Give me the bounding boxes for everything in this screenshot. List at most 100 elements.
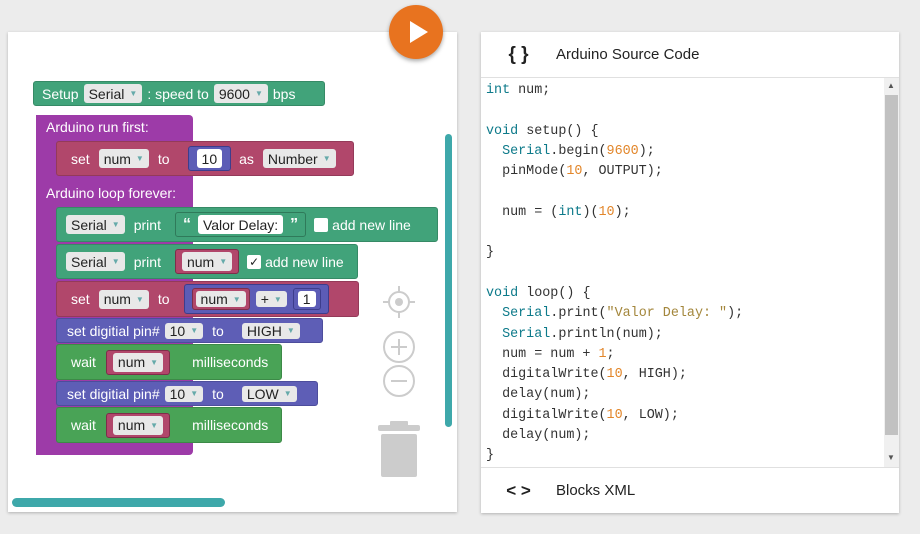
newline-checkbox[interactable]: ✓ (247, 254, 262, 269)
dropdown-arrow-icon: ▼ (283, 389, 292, 398)
target-icon[interactable] (381, 284, 417, 320)
as-label: as (239, 150, 254, 167)
serial-dropdown[interactable]: Serial▼ (83, 84, 143, 103)
speed-label: : speed to (147, 85, 209, 102)
zoom-in-icon[interactable] (382, 330, 416, 364)
digital-label: set digitial pin# (67, 385, 160, 402)
wait-label: wait (71, 417, 96, 433)
operator-dropdown[interactable]: +▼ (255, 291, 287, 307)
digital-write-block-1[interactable]: set digitial pin# 10▼ to HIGH▼ (56, 318, 323, 343)
quote-open-icon: “ (182, 215, 191, 233)
run-first-block-body (36, 115, 56, 455)
braces-icon: { } (508, 43, 529, 65)
setup-serial-block[interactable]: Setup Serial▼ : speed to 9600▼ bps (33, 81, 325, 106)
state-dropdown[interactable]: LOW▼ (241, 385, 297, 402)
dropdown-arrow-icon: ▼ (129, 89, 138, 98)
text-field[interactable]: Valor Delay: (197, 215, 284, 234)
var-dropdown[interactable]: num▼ (98, 289, 149, 309)
variable-block[interactable]: num▼ (174, 249, 240, 274)
dropdown-arrow-icon: ▼ (322, 154, 331, 163)
code-panel-title: Arduino Source Code (556, 46, 700, 63)
baud-dropdown[interactable]: 9600▼ (213, 84, 268, 103)
code-brackets-icon: < > (506, 480, 531, 500)
dropdown-arrow-icon: ▼ (273, 294, 282, 304)
pin-dropdown[interactable]: 10▼ (164, 322, 204, 339)
blocks-xml-tab[interactable]: < > Blocks XML (481, 467, 899, 513)
zoom-out-icon[interactable] (382, 364, 416, 398)
to-label: to (157, 291, 170, 307)
workspace-horizontal-scrollbar[interactable] (12, 498, 225, 507)
number-field[interactable]: 1 (297, 291, 316, 307)
print-label: print (133, 216, 161, 233)
wait-block-1[interactable]: wait num▼ milliseconds (56, 344, 282, 380)
dropdown-arrow-icon: ▼ (219, 257, 228, 266)
dropdown-arrow-icon: ▼ (286, 326, 295, 335)
state-dropdown[interactable]: HIGH▼ (241, 322, 300, 339)
setup-label: Setup (42, 85, 79, 102)
newline-checkbox[interactable] (314, 217, 329, 232)
dropdown-arrow-icon: ▼ (150, 420, 159, 430)
number-field[interactable]: 10 (196, 149, 223, 168)
var-dropdown[interactable]: num▼ (195, 291, 246, 307)
to-label: to (212, 322, 224, 339)
number-value-block[interactable]: 10 (187, 146, 232, 171)
variable-block[interactable]: num▼ (105, 412, 171, 438)
milliseconds-label: milliseconds (192, 417, 269, 433)
blocks-workspace[interactable]: Setup Serial▼ : speed to 9600▼ bps Ardui… (8, 32, 457, 512)
set-num-block-2[interactable]: set num▼ to num▼ +▼ 1 (56, 281, 359, 317)
milliseconds-label: milliseconds (192, 354, 269, 370)
dropdown-arrow-icon: ▼ (190, 389, 199, 398)
dropdown-arrow-icon: ▼ (111, 257, 120, 266)
quote-close-icon: ” (290, 215, 299, 233)
print-label: print (133, 253, 161, 270)
type-dropdown[interactable]: Number▼ (262, 149, 336, 168)
var-dropdown[interactable]: num▼ (98, 149, 149, 168)
text-block[interactable]: “ Valor Delay: ” (174, 212, 307, 237)
code-panel: { } Arduino Source Code int num; void se… (481, 32, 899, 513)
set-num-block-1[interactable]: set num▼ to 10 as Number▼ (56, 141, 354, 176)
scroll-down-icon[interactable]: ▼ (887, 453, 895, 462)
variable-block[interactable]: num▼ (191, 288, 250, 310)
serial-dropdown[interactable]: Serial▼ (66, 215, 125, 234)
to-label: to (157, 150, 170, 167)
digital-label: set digitial pin# (67, 322, 160, 339)
var-dropdown[interactable]: num▼ (181, 252, 233, 271)
newline-label: add new line (265, 253, 344, 270)
wait-block-2[interactable]: wait num▼ milliseconds (56, 407, 282, 443)
wait-label: wait (71, 354, 96, 370)
pin-dropdown[interactable]: 10▼ (164, 385, 204, 402)
variable-block[interactable]: num▼ (105, 349, 171, 375)
source-code[interactable]: int num; void setup() { Serial.begin(960… (486, 83, 744, 464)
set-label: set (71, 150, 90, 167)
loop-forever-label: Arduino loop forever: (46, 185, 176, 201)
math-block[interactable]: num▼ +▼ 1 (183, 284, 329, 314)
blocks-xml-label: Blocks XML (556, 482, 636, 499)
dropdown-arrow-icon: ▼ (135, 294, 144, 304)
dropdown-arrow-icon: ▼ (232, 294, 241, 304)
dropdown-arrow-icon: ▼ (254, 89, 263, 98)
trash-icon[interactable] (376, 420, 422, 478)
dropdown-arrow-icon: ▼ (111, 220, 120, 229)
scroll-thumb[interactable] (885, 95, 898, 435)
scroll-up-icon[interactable]: ▲ (887, 81, 895, 90)
run-button[interactable] (389, 5, 443, 59)
to-label: to (212, 385, 224, 402)
run-first-label: Arduino run first: (46, 119, 149, 135)
set-label: set (71, 291, 90, 307)
play-icon (409, 21, 428, 43)
workspace-vertical-scrollbar[interactable] (445, 134, 452, 427)
code-panel-header[interactable]: { } Arduino Source Code (481, 32, 899, 78)
serial-dropdown[interactable]: Serial▼ (66, 252, 125, 271)
dropdown-arrow-icon: ▼ (150, 357, 159, 367)
newline-label: add new line (332, 216, 411, 233)
number-value-block[interactable]: 1 (292, 288, 321, 310)
serial-print-block-1[interactable]: Serial▼ print “ Valor Delay: ” add new l… (56, 207, 438, 242)
var-dropdown[interactable]: num▼ (112, 415, 164, 435)
dropdown-arrow-icon: ▼ (190, 326, 199, 335)
code-vertical-scrollbar[interactable]: ▲ ▼ (884, 78, 899, 467)
digital-write-block-2[interactable]: set digitial pin# 10▼ to LOW▼ (56, 381, 318, 406)
dropdown-arrow-icon: ▼ (135, 154, 144, 163)
bps-label: bps (272, 85, 296, 102)
var-dropdown[interactable]: num▼ (112, 352, 164, 372)
serial-print-block-2[interactable]: Serial▼ print num▼ ✓ add new line (56, 244, 358, 279)
